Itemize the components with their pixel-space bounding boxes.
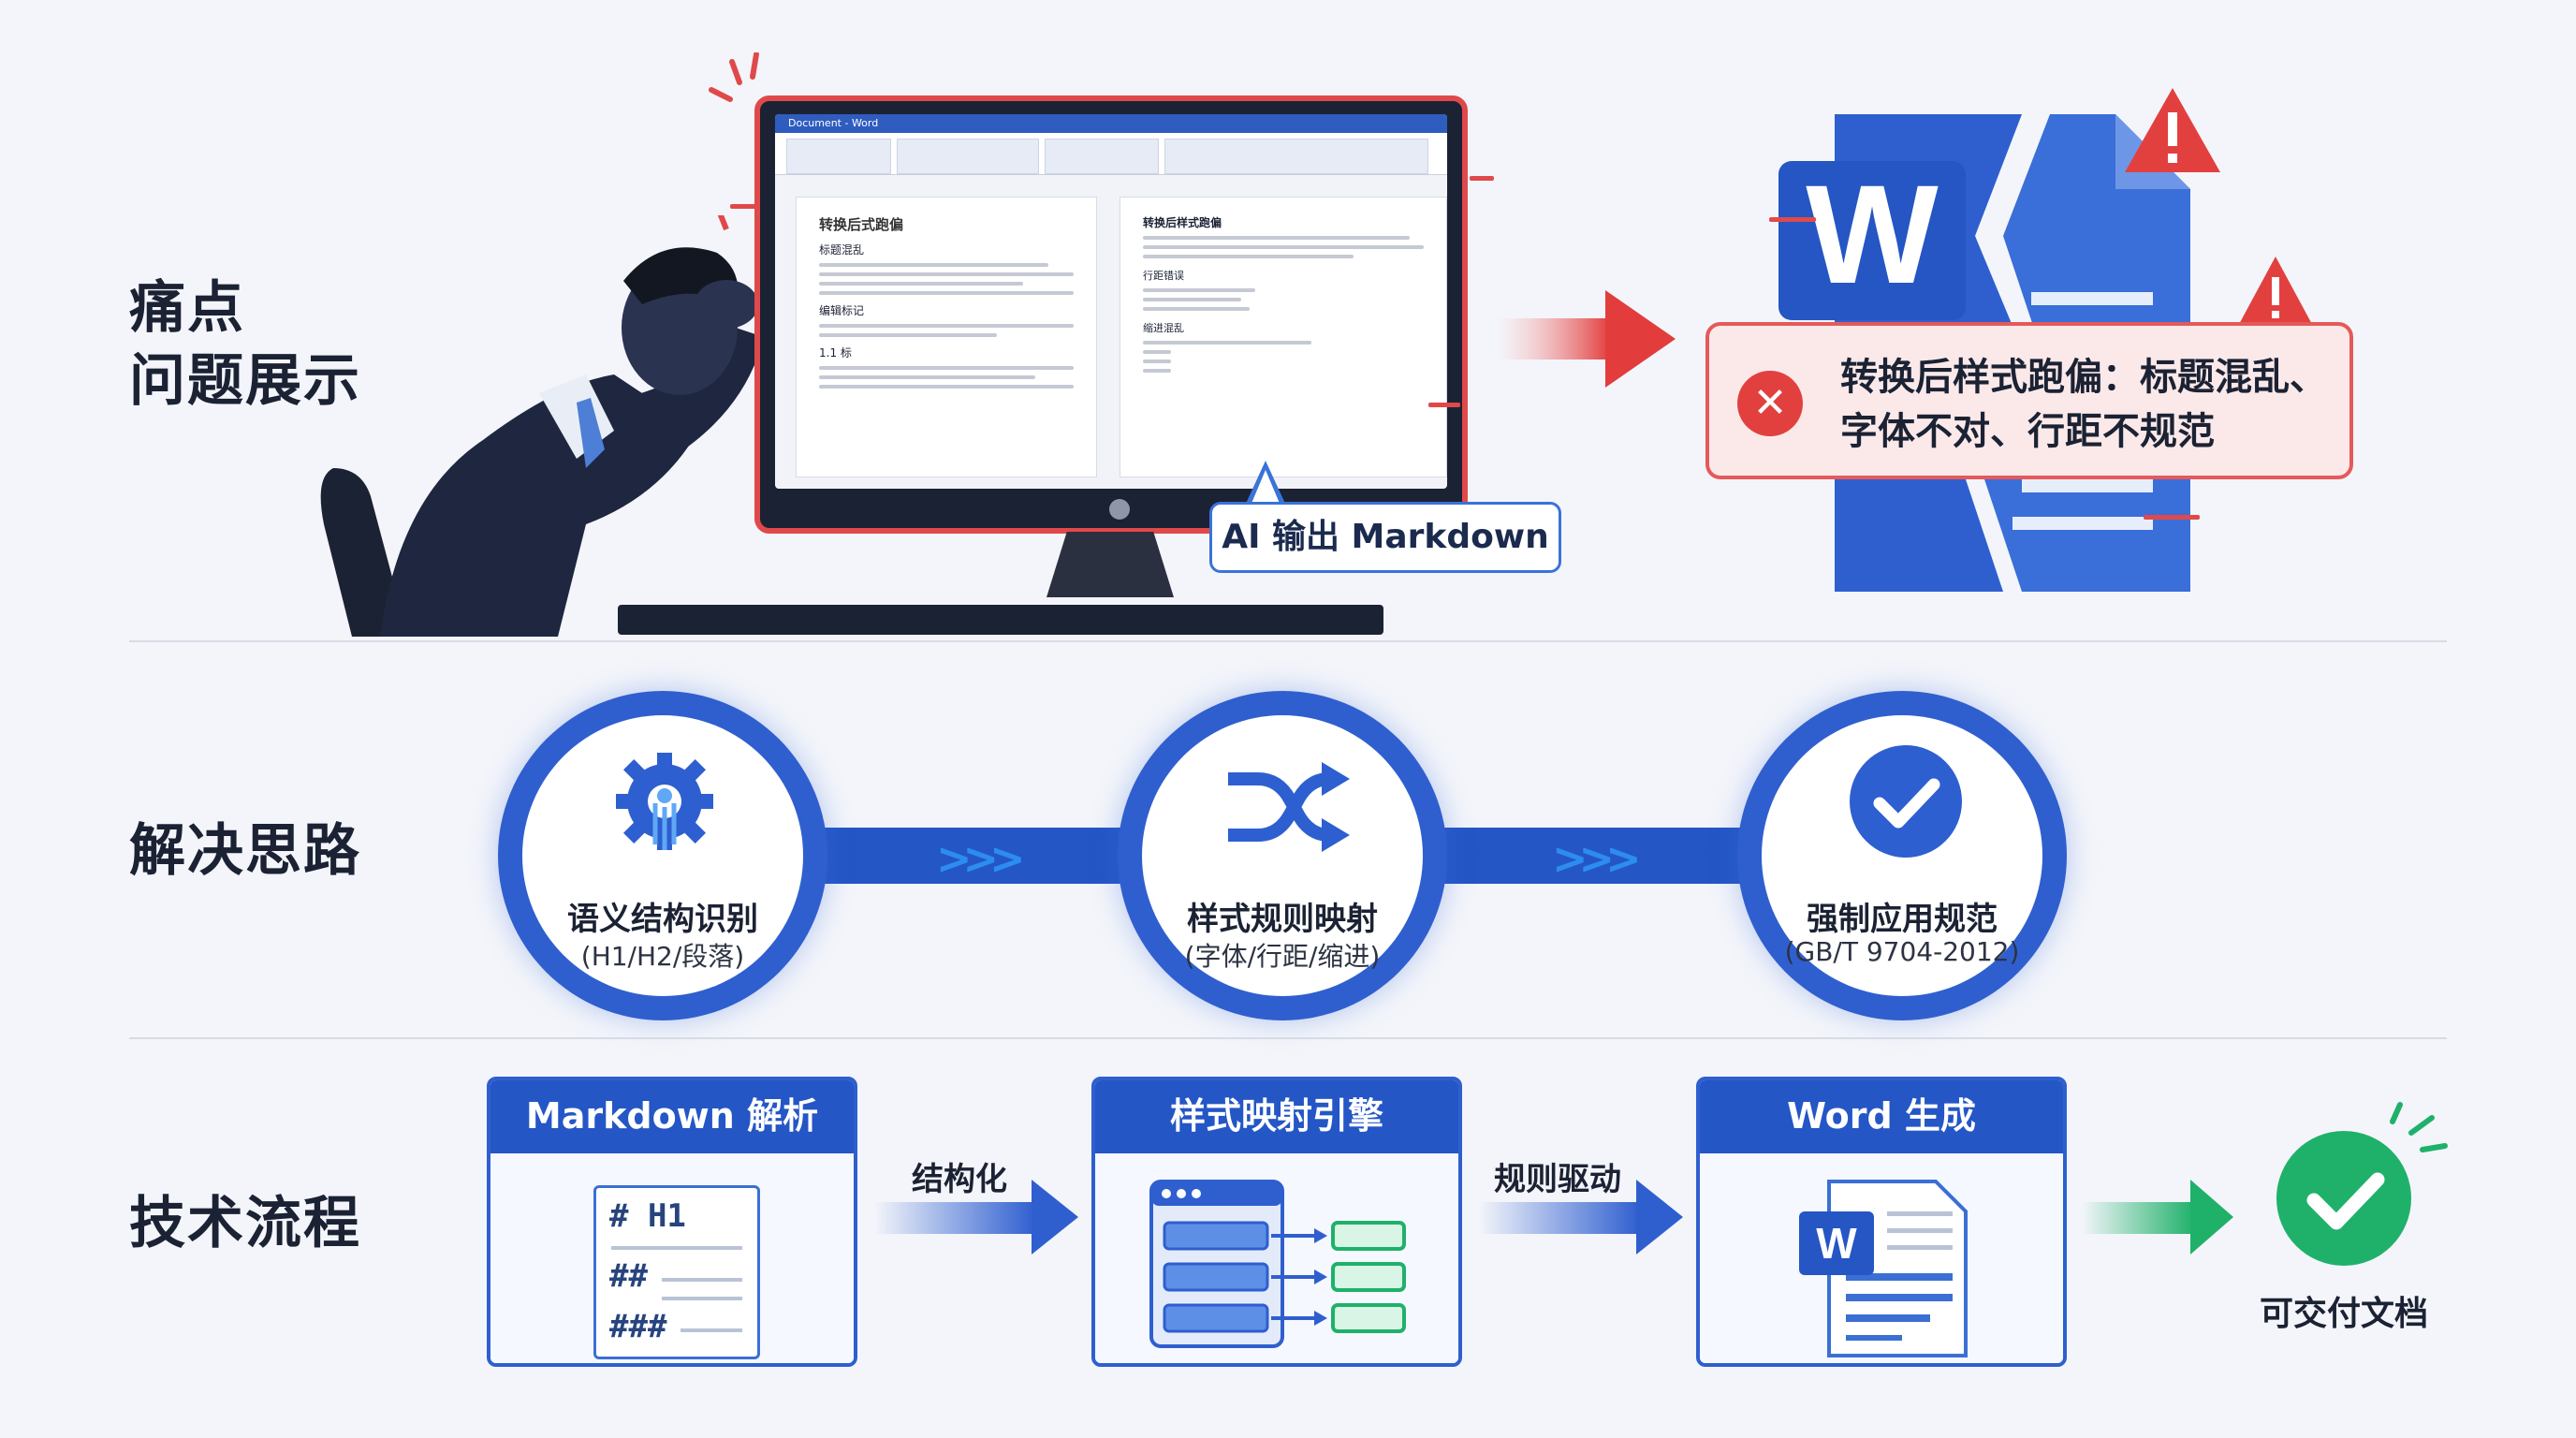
arrow-head-icon	[1032, 1180, 1078, 1255]
flow-arrow	[874, 1202, 1035, 1234]
document-page-left: 转换后式跑偏 标题混乱 编辑标记 1.1 标	[796, 197, 1097, 477]
page-left-heading: 1.1 标	[819, 346, 852, 360]
mapping-engine-icon	[1149, 1180, 1406, 1348]
document-page-right: 转换后样式跑偏 行距错误 缩进混乱	[1120, 197, 1447, 477]
step-title: 强制应用规范	[1807, 901, 1998, 938]
md-line: ###	[609, 1308, 667, 1345]
step-title: 样式规则映射	[1187, 901, 1378, 938]
page-right-heading: 行距错误	[1143, 270, 1184, 282]
word-doc-icon: W	[1799, 1180, 1968, 1357]
glitch-mark	[1428, 403, 1460, 407]
ribbon-group	[1045, 139, 1159, 174]
page-right-heading: 缩进混乱	[1143, 322, 1184, 334]
gear-circuit-icon	[616, 753, 713, 850]
flow-arrow-label: 规则驱动	[1494, 1161, 1621, 1198]
pain-row-label: 痛点 问题展示	[129, 271, 361, 418]
ribbon-group	[786, 139, 891, 174]
step-subtitle: (H1/H2/段落)	[580, 941, 745, 972]
page-left-title: 转换后式跑偏	[819, 216, 904, 233]
page-left-heading: 编辑标记	[819, 304, 865, 317]
ribbon-styles	[1164, 139, 1428, 174]
success-check-icon	[2276, 1131, 2411, 1266]
check-circle-icon	[1850, 745, 1962, 858]
step-connector	[1404, 828, 1797, 884]
solution-row-label: 解决思路	[129, 818, 361, 884]
pain-label-line2: 问题展示	[129, 348, 361, 414]
page-left-heading: 标题混乱	[819, 243, 865, 257]
power-button-icon	[1109, 499, 1130, 520]
flow-chevrons-icon: >>>	[936, 833, 1026, 884]
glitch-mark	[730, 204, 758, 209]
sparkle-lines-icon	[2390, 1102, 2448, 1152]
solution-step-1: 语义结构识别 (H1/H2/段落)	[498, 691, 827, 1020]
step-subtitle: (字体/行距/缩进)	[1184, 941, 1381, 972]
error-message-box: ✕ 转换后样式跑偏：标题混乱、 字体不对、行距不规范	[1705, 322, 2353, 479]
solution-step-3: 强制应用规范 (GB/T 9704-2012)	[1737, 691, 2067, 1020]
pain-label-line1: 痛点	[129, 275, 245, 341]
card-title: 样式映射引擎	[1095, 1080, 1458, 1153]
stress-lines-icon	[709, 52, 759, 102]
flow-arrow-label: 结构化	[912, 1161, 1007, 1198]
warning-icon	[2125, 88, 2220, 172]
svg-text:W: W	[1816, 1219, 1857, 1268]
solution-step-2: 样式规则映射 (字体/行距/缩进)	[1118, 691, 1447, 1020]
svg-text:W: W	[1806, 155, 1939, 313]
section-divider	[129, 640, 2447, 642]
page-right-title: 转换后样式跑偏	[1143, 216, 1222, 229]
flow-arrow	[2082, 1202, 2194, 1234]
monitor: Document - Word 转换后式跑偏 标题混乱 编辑标记 1.1 标 转…	[754, 95, 1468, 534]
error-x-icon: ✕	[1737, 371, 1803, 436]
flow-card-word: Word 生成 W	[1696, 1077, 2067, 1367]
md-line: # H1	[609, 1197, 686, 1235]
step-subtitle: (GB/T 9704-2012)	[1784, 936, 2020, 967]
md-line: ##	[609, 1257, 648, 1295]
glitch-mark	[1470, 176, 1494, 181]
word-window: Document - Word 转换后式跑偏 标题混乱 编辑标记 1.1 标 转…	[775, 114, 1447, 489]
monitor-stand	[1046, 532, 1174, 597]
card-title: Word 生成	[1700, 1080, 2063, 1153]
flow-card-mapping: 样式映射引擎	[1091, 1077, 1462, 1367]
deliverable-label: 可交付文档	[2259, 1295, 2428, 1333]
flow-chevrons-icon: >>>	[1552, 833, 1642, 884]
error-line2: 字体不对、行距不规范	[1840, 410, 2215, 453]
flow-arrow	[1479, 1202, 1640, 1234]
error-line1: 转换后样式跑偏：标题混乱、	[1840, 356, 2327, 399]
card-title: Markdown 解析	[490, 1080, 854, 1153]
flow-card-markdown: Markdown 解析 # H1 ## ###	[487, 1077, 857, 1367]
arrow-head-icon	[2190, 1180, 2233, 1255]
error-message: 转换后样式跑偏：标题混乱、 字体不对、行距不规范	[1840, 350, 2327, 459]
shuffle-icon	[1228, 762, 1350, 852]
markdown-doc-icon: # H1 ## ###	[593, 1185, 760, 1359]
ai-output-bubble: AI 输出 Markdown	[1209, 502, 1561, 573]
ribbon-group	[897, 139, 1039, 174]
glitch-mark	[1769, 217, 1816, 222]
section-divider	[129, 1037, 2447, 1039]
word-title-bar: Document - Word	[775, 114, 1447, 133]
red-arrow-icon	[1498, 290, 1676, 388]
step-title: 语义结构识别	[567, 901, 758, 938]
step-connector	[786, 828, 1179, 884]
warning-icon	[2237, 257, 2314, 328]
tech-row-label: 技术流程	[129, 1191, 361, 1256]
arrow-head-icon	[1636, 1180, 1683, 1255]
stressed-person-illustration	[320, 215, 764, 637]
glitch-mark	[2144, 515, 2200, 520]
desk	[618, 605, 1383, 635]
